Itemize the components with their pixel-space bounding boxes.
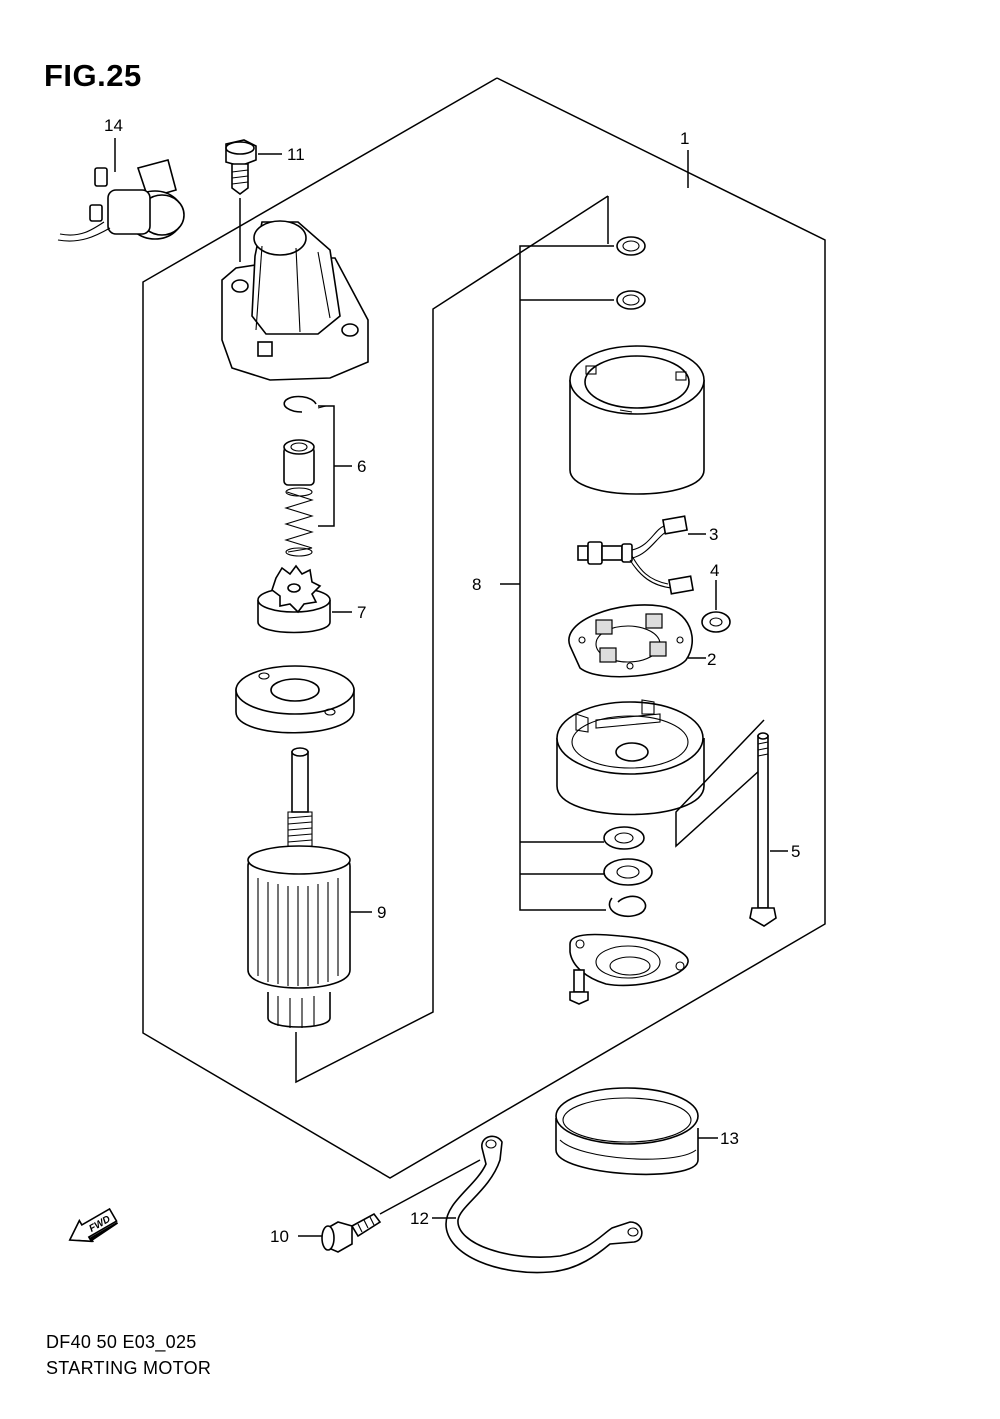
- pinion-clutch-part[interactable]: [257, 564, 331, 634]
- callout-5: 5: [791, 842, 800, 861]
- callout-4: 4: [710, 561, 719, 580]
- brush-lead-part[interactable]: [577, 515, 694, 595]
- bolt-part-11[interactable]: [225, 139, 282, 262]
- leader-8-bracket: [519, 245, 614, 911]
- model-code: DF40 50 E03_025: [46, 1332, 197, 1352]
- washer-lower-b[interactable]: [603, 858, 653, 886]
- callout-3: 3: [709, 525, 718, 544]
- rear-cap-part[interactable]: [569, 933, 689, 987]
- through-bolt-part[interactable]: [749, 732, 777, 927]
- snap-ring-part[interactable]: [283, 395, 327, 413]
- through-bolt-guide: [675, 719, 765, 848]
- e-ring-part[interactable]: [608, 895, 647, 918]
- fwd-arrow-icon: FWD: [68, 1207, 119, 1243]
- solenoid-switch-part[interactable]: [57, 138, 185, 242]
- washer-lower-a[interactable]: [603, 826, 645, 850]
- callout-13: 13: [720, 1129, 739, 1148]
- callout-11: 11: [287, 145, 305, 164]
- bearing-part[interactable]: [701, 611, 731, 633]
- leader-6-bracket: [318, 405, 335, 527]
- callout-6: 6: [357, 457, 366, 476]
- rear-cap-screw[interactable]: [569, 969, 589, 1005]
- callout-9: 9: [377, 903, 386, 922]
- strap-bolt-guide: [379, 1159, 481, 1215]
- strap-bolt-part[interactable]: [321, 1212, 382, 1253]
- figure-title: FIG.25: [44, 58, 142, 93]
- assembly-outline-inner: [295, 195, 609, 1084]
- mounting-strap-part[interactable]: [445, 1135, 643, 1274]
- fwd-label: FWD: [87, 1214, 112, 1235]
- thrust-washer-lower[interactable]: [616, 290, 646, 310]
- rear-end-housing-part[interactable]: [556, 699, 705, 816]
- brush-holder-part[interactable]: [568, 604, 694, 678]
- intermediate-plate-part[interactable]: [235, 665, 355, 734]
- assembly-outline-outer: [142, 77, 826, 1179]
- callout-1: 1: [680, 129, 689, 148]
- callout-8: 8: [472, 575, 481, 594]
- thrust-washer-upper[interactable]: [616, 236, 646, 256]
- callout-12: 12: [410, 1209, 429, 1228]
- diagram-name: STARTING MOTOR: [46, 1358, 212, 1378]
- yoke-field-frame-part[interactable]: [569, 345, 705, 495]
- callout-14: 14: [104, 116, 123, 135]
- callout-7: 7: [357, 603, 366, 622]
- callout-10: 10: [270, 1227, 289, 1246]
- drive-housing-part[interactable]: [221, 220, 369, 381]
- return-spring-part[interactable]: [284, 487, 314, 557]
- callout-2: 2: [707, 650, 716, 669]
- cushion-band-part[interactable]: [555, 1087, 699, 1176]
- armature-part[interactable]: [247, 747, 351, 1028]
- pinion-stop-collar-part[interactable]: [283, 439, 315, 486]
